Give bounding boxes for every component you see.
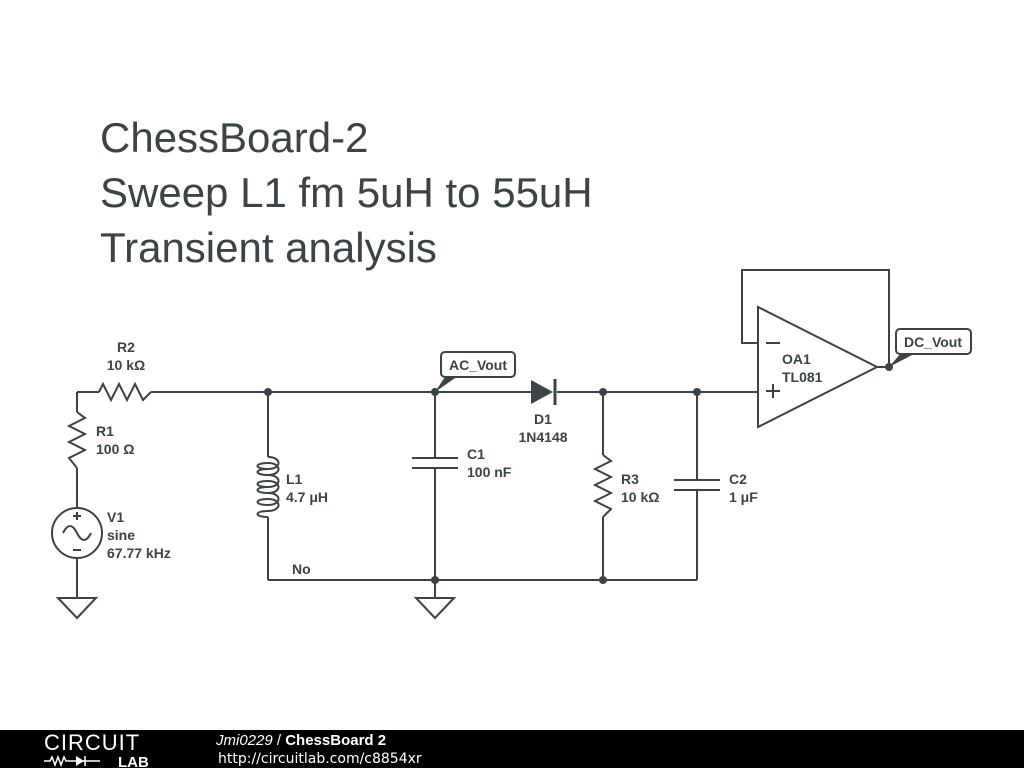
v1-type: sine	[107, 527, 135, 543]
v1-value: 67.77 kHz	[107, 545, 171, 561]
resistor-r1-symbol	[66, 411, 88, 469]
c2-ref: C2	[729, 471, 747, 487]
resistor-r2-symbol	[98, 381, 152, 403]
d1-ref: D1	[534, 411, 552, 427]
schematic-title: ChessBoard-2 Sweep L1 fm 5uH to 55uH Tra…	[100, 110, 593, 275]
oa1-value: TL081	[782, 369, 823, 385]
logo-resistor-icon	[44, 754, 72, 768]
wires	[76, 269, 890, 598]
resistor-r3-symbol	[592, 454, 614, 518]
r3-value: 10 kΩ	[621, 489, 659, 505]
inductor-l1-symbol	[256, 456, 280, 518]
v1-ref: V1	[107, 509, 124, 525]
ac-vout-label: AC_Vout	[449, 357, 507, 373]
sine-source-icon	[51, 507, 103, 559]
logo-text-circuit: CIRCUIT	[44, 730, 140, 755]
net-no-label: No	[292, 561, 311, 577]
opamp-oa1-symbol	[757, 305, 880, 429]
r2-value: 10 kΩ	[107, 357, 145, 373]
net-label-dc-vout: DC_Vout	[889, 328, 972, 367]
opamp-plus-sign	[766, 384, 780, 398]
author-link[interactable]: Jmi0229	[216, 732, 273, 749]
footer-bar: CIRCUIT LAB Jmi0229 / ChessBoard 2 http:…	[0, 730, 1024, 768]
net-label-ac-vout: AC_Vout	[435, 351, 516, 392]
title-line-2: Sweep L1 fm 5uH to 55uH	[100, 169, 593, 216]
circuit-url[interactable]: http://circuitlab.com/c8854xr	[218, 751, 422, 767]
junction-dot	[264, 388, 272, 396]
r1-ref: R1	[96, 423, 114, 439]
circuit-schematic: R2 10 kΩ R1 100 Ω V1 sine 67.77 kHz L1 4…	[51, 269, 972, 620]
circuit-title-link[interactable]: ChessBoard 2	[285, 732, 387, 749]
d1-value: 1N4148	[518, 429, 567, 445]
c1-value: 100 nF	[467, 464, 512, 480]
ground-icon	[55, 597, 99, 620]
wire-feedback	[741, 269, 890, 367]
footer-separator: /	[272, 732, 286, 749]
title-line-1: ChessBoard-2	[100, 114, 369, 161]
c2-value: 1 μF	[729, 489, 758, 505]
r3-ref: R3	[621, 471, 639, 487]
r2-ref: R2	[117, 339, 135, 355]
l1-ref: L1	[286, 471, 303, 487]
diode-d1-symbol	[531, 379, 557, 405]
footer-credit: Jmi0229 / ChessBoard 2	[216, 732, 386, 749]
logo-diode-icon	[72, 756, 100, 766]
junctions	[264, 363, 893, 584]
junction-dot	[599, 576, 607, 584]
capacitor-c2-symbol	[674, 479, 720, 491]
logo-text-lab: LAB	[118, 754, 149, 768]
l1-value: 4.7 μH	[286, 489, 328, 505]
junction-dot	[431, 576, 439, 584]
r1-value: 100 Ω	[96, 441, 134, 457]
title-line-3: Transient analysis	[100, 224, 437, 271]
capacitor-c1-symbol	[412, 457, 458, 469]
circuitlab-logo[interactable]: CIRCUIT LAB	[0, 730, 200, 768]
dc-vout-label: DC_Vout	[904, 334, 962, 350]
junction-dot	[693, 388, 701, 396]
junction-dot	[599, 388, 607, 396]
ground-icon	[413, 597, 457, 620]
oa1-ref: OA1	[782, 351, 811, 367]
c1-ref: C1	[467, 446, 485, 462]
